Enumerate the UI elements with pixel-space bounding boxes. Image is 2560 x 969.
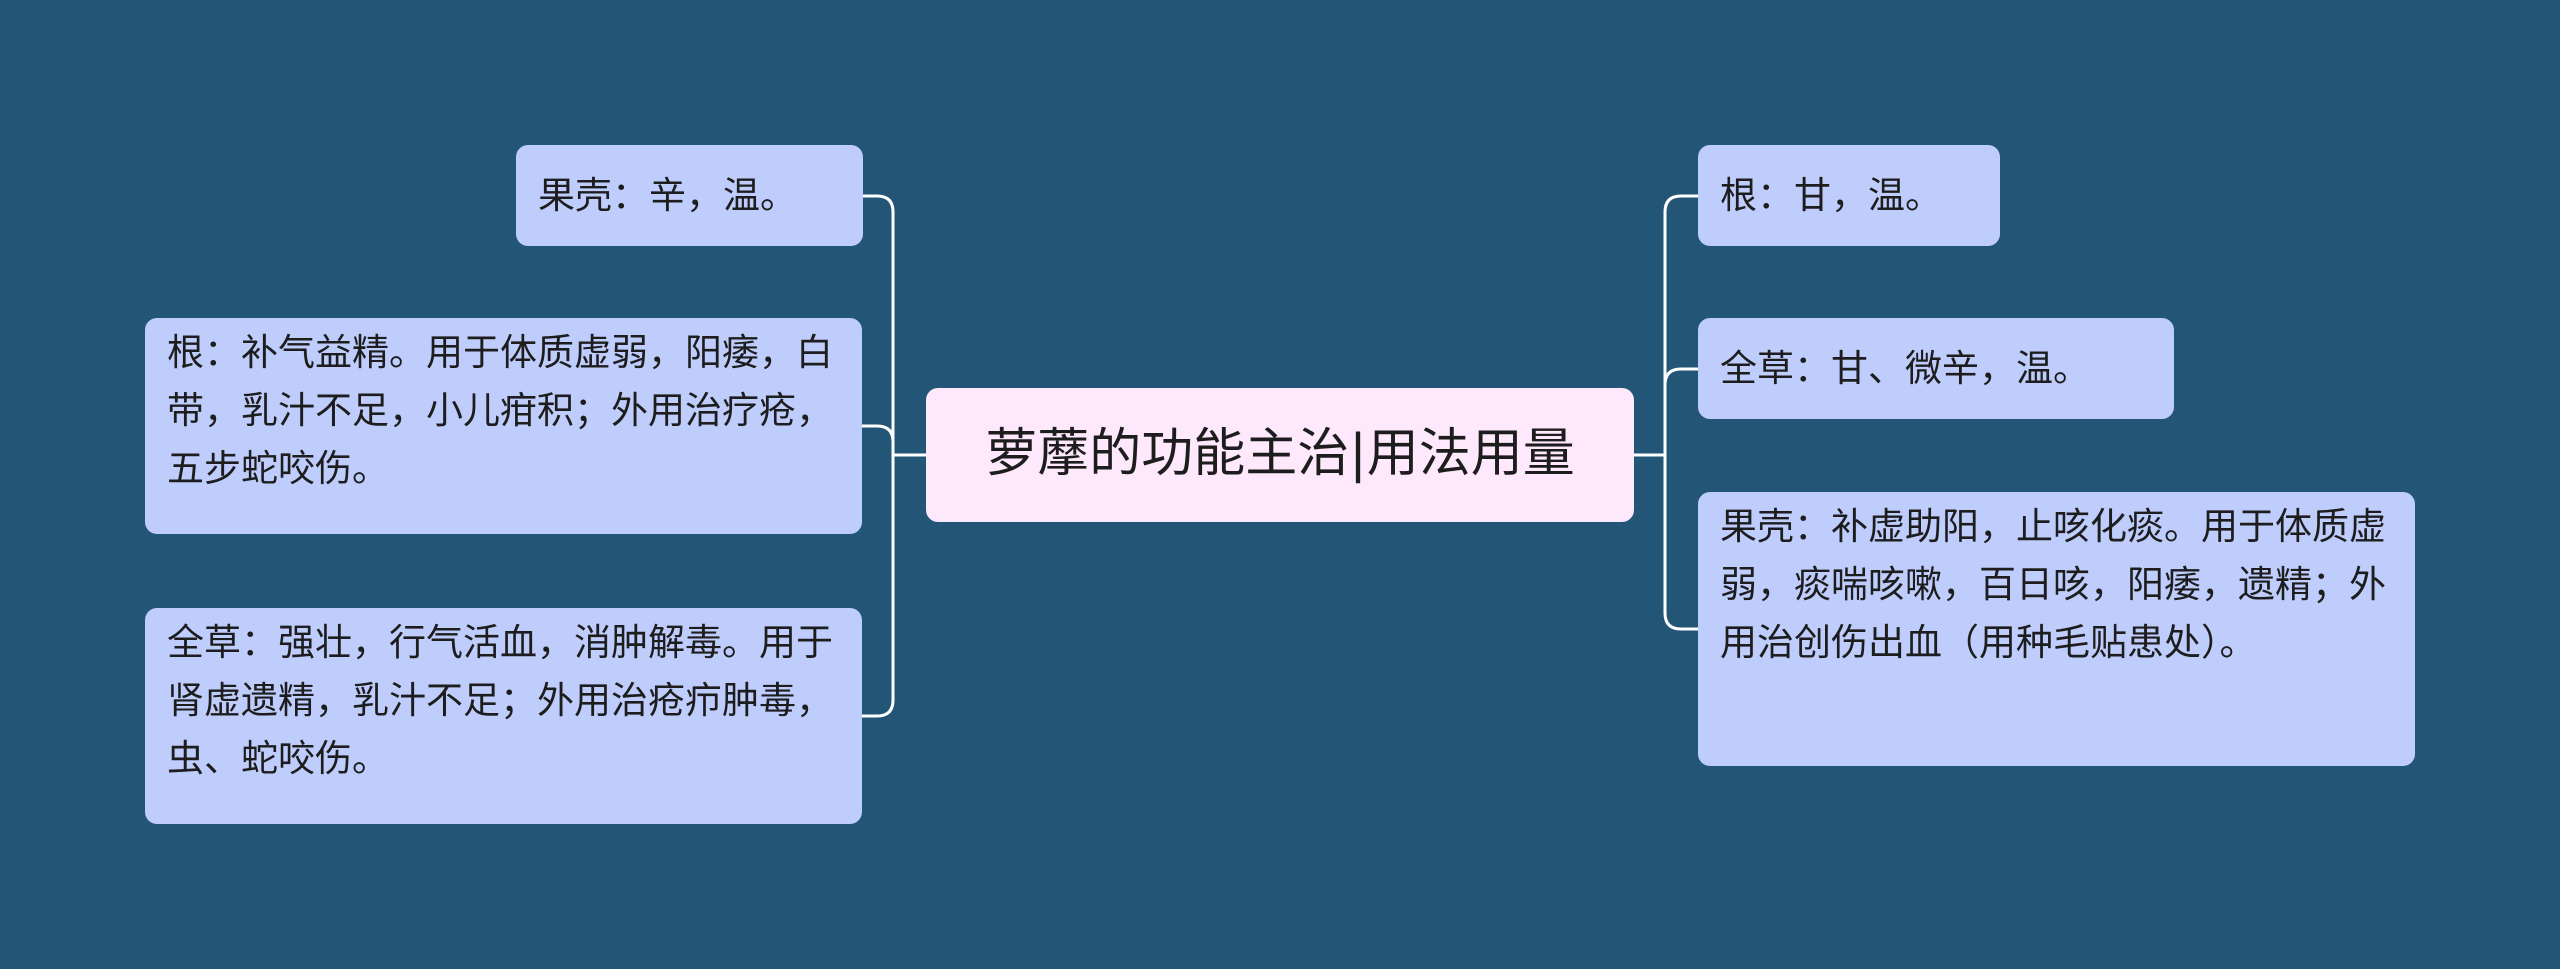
left-branch-text-1: 果壳：辛，温。 <box>538 174 797 217</box>
connector-right-2 <box>1663 367 1698 455</box>
right-branch-node-2[interactable]: 全草：甘、微辛，温。 <box>1698 318 2174 419</box>
connector-left-3 <box>862 455 895 718</box>
right-branch-node-3[interactable]: 果壳：补虚助阳，止咳化痰。用于体质虚弱，痰喘咳嗽，百日咳，阳痿，遗精；外用治创伤… <box>1698 492 2415 766</box>
right-branch-text-1: 根：甘，温。 <box>1720 174 1942 217</box>
left-branch-text-2: 根：补气益精。用于体质虚弱，阳痿，白带，乳汁不足，小儿疳积；外用治疗疮，五步蛇咬… <box>167 331 833 490</box>
left-branch-node-1[interactable]: 果壳：辛，温。 <box>516 145 863 246</box>
connector-right-3 <box>1663 455 1698 631</box>
left-branch-node-3[interactable]: 全草：强壮，行气活血，消肿解毒。用于肾虚遗精，乳汁不足；外用治疮疖肿毒，虫、蛇咬… <box>145 608 862 824</box>
left-branch-text-3: 全草：强壮，行气活血，消肿解毒。用于肾虚遗精，乳汁不足；外用治疮疖肿毒，虫、蛇咬… <box>167 621 833 780</box>
central-topic[interactable]: 萝藦的功能主治|用法用量 <box>926 388 1634 522</box>
central-topic-text: 萝藦的功能主治|用法用量 <box>985 424 1575 484</box>
right-branch-node-1[interactable]: 根：甘，温。 <box>1698 145 2000 246</box>
right-branch-text-2: 全草：甘、微辛，温。 <box>1720 347 2090 390</box>
left-branch-node-2[interactable]: 根：补气益精。用于体质虚弱，阳痿，白带，乳汁不足，小儿疳积；外用治疗疮，五步蛇咬… <box>145 318 862 534</box>
connector-right-1 <box>1663 194 1698 455</box>
connector-left-2 <box>862 424 895 455</box>
right-branch-text-3: 果壳：补虚助阳，止咳化痰。用于体质虚弱，痰喘咳嗽，百日咳，阳痿，遗精；外用治创伤… <box>1720 505 2386 664</box>
connector-left-1 <box>863 194 895 455</box>
